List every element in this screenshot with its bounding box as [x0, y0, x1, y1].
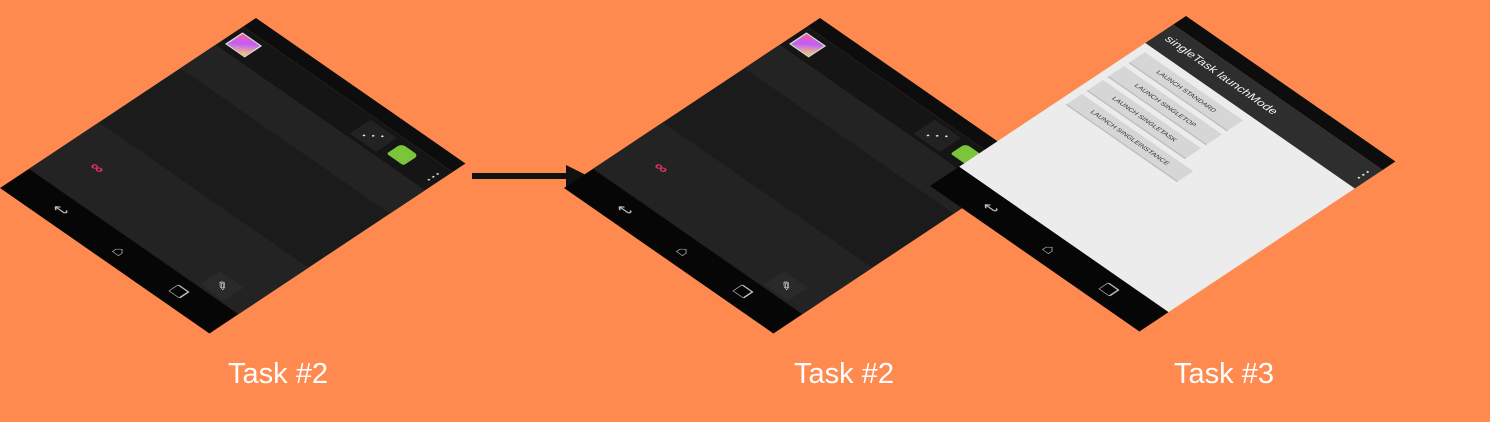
caption-task3: Task #3 [1174, 358, 1274, 390]
overflow-menu-icon[interactable]: ⋮ [1349, 164, 1379, 185]
content-area: ∞ ✎ [29, 45, 425, 315]
device-task3: singleTask launchMode ⋮ LAUNCH STANDARD … [930, 16, 1396, 332]
gallery-app-icon[interactable] [225, 32, 263, 58]
overflow-menu-icon[interactable]: ⋮ [419, 166, 449, 187]
caption-task2-right: Task #2 [794, 358, 894, 390]
content-area: ∞ ✎ [593, 45, 989, 315]
gallery-app-icon[interactable] [789, 32, 827, 58]
content-area: LAUNCH STANDARD LAUNCH SINGLETOP LAUNCH … [959, 43, 1355, 313]
android-icon[interactable] [386, 143, 419, 166]
device-task2-left: ⋰ ⋮ ∞ ✎ ↩ ⌂ ❐ [0, 18, 466, 334]
caption-task2-left: Task #2 [228, 358, 328, 390]
arrow-shaft [472, 173, 568, 179]
